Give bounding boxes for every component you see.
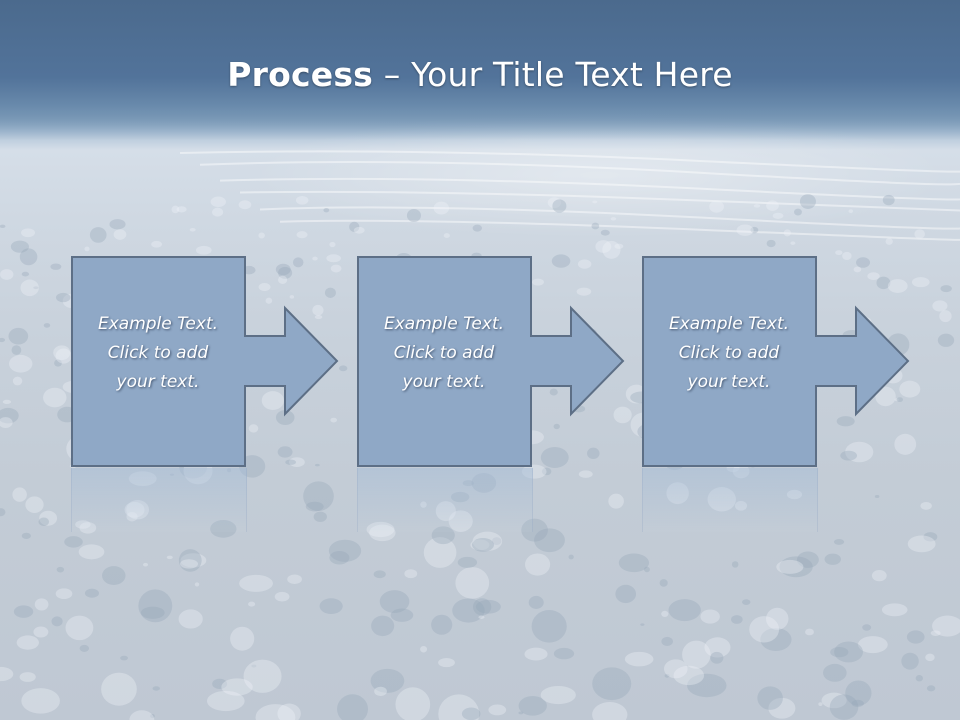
step-text-line: Example Text. bbox=[383, 314, 505, 334]
step-text[interactable]: Example Text. Click to add your text. bbox=[642, 310, 816, 397]
step-reflection bbox=[642, 468, 818, 532]
slide-title[interactable]: Process – Your Title Text Here bbox=[0, 52, 960, 98]
process-step-2[interactable]: Example Text. Click to add your text. bbox=[357, 256, 627, 468]
arrow-shape bbox=[71, 256, 339, 467]
step-text-line: Example Text. bbox=[668, 314, 790, 334]
arrow-shape bbox=[357, 256, 625, 467]
sky-band bbox=[0, 0, 960, 140]
process-step-3[interactable]: Example Text. Click to add your text. bbox=[642, 256, 912, 468]
title-bold: Process bbox=[227, 55, 374, 94]
arrow-shape bbox=[642, 256, 910, 467]
step-text-line: Click to add bbox=[678, 343, 780, 363]
step-text-line: Example Text. bbox=[97, 314, 219, 334]
step-text[interactable]: Example Text. Click to add your text. bbox=[357, 310, 531, 397]
step-text-line: your text. bbox=[116, 372, 200, 392]
title-rest: – Your Title Text Here bbox=[373, 55, 733, 94]
step-text-line: Click to add bbox=[393, 343, 495, 363]
step-text[interactable]: Example Text. Click to add your text. bbox=[71, 310, 245, 397]
step-reflection bbox=[357, 468, 533, 532]
step-text-line: Click to add bbox=[107, 343, 209, 363]
step-text-line: your text. bbox=[402, 372, 486, 392]
step-reflection bbox=[71, 468, 247, 532]
process-step-1[interactable]: Example Text. Click to add your text. bbox=[71, 256, 341, 468]
step-text-line: your text. bbox=[687, 372, 771, 392]
